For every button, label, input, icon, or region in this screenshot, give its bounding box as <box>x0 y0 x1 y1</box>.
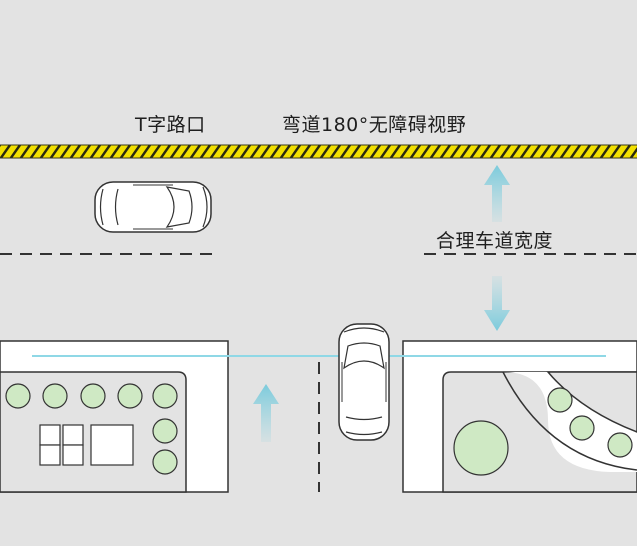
lane-width-label: 合理车道宽度 <box>436 230 554 252</box>
tree-icon <box>5 383 178 475</box>
building-icon <box>39 424 134 466</box>
t-intersection-label: T字路口 <box>135 114 206 136</box>
curve-visibility-label: 弯道180°无障碍视野 <box>282 114 467 136</box>
hazard-barrier <box>0 144 637 159</box>
right-block <box>402 340 637 493</box>
car-icon <box>94 181 212 233</box>
tree-icon <box>453 387 633 476</box>
left-block <box>0 340 229 493</box>
car-icon <box>338 323 390 441</box>
arrow-icon <box>253 165 510 442</box>
